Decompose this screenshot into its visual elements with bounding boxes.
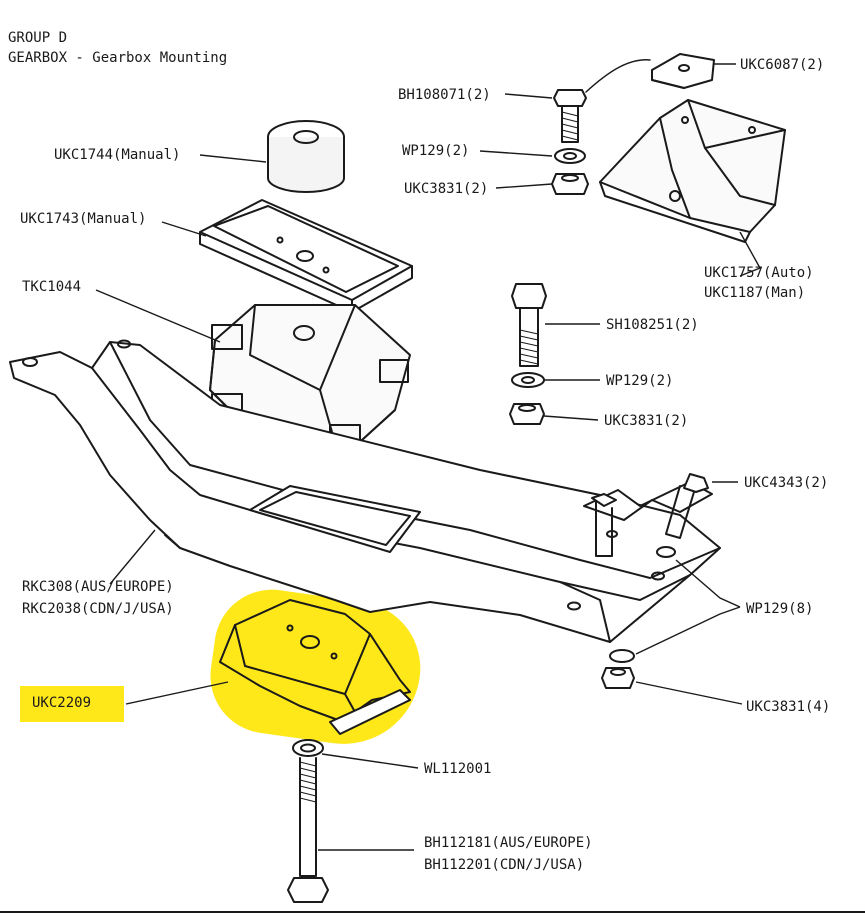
washer-wp129-top	[554, 148, 586, 164]
bolt-sh108251	[511, 283, 547, 367]
label-rkc308: RKC308(AUS/EUROPE)	[22, 579, 174, 595]
washer-wp129-lower	[656, 546, 676, 558]
label-wp129-lower: WP129(8)	[746, 601, 814, 617]
label-ukc4343: UKC4343(2)	[744, 475, 829, 491]
plate-ukc2209	[219, 599, 411, 735]
nut-ukc3831-mid	[509, 403, 545, 425]
label-bh108071: BH108071(2)	[398, 87, 491, 103]
bolt-bh108071	[553, 89, 587, 143]
label-ukc2209: UKC2209	[32, 695, 92, 711]
nut-ukc3831-lower	[601, 667, 635, 689]
label-rkc2038: RKC2038(CDN/J/USA)	[22, 601, 174, 617]
plate-ukc6087	[585, 53, 715, 93]
label-ukc1757: UKC1757(Auto)	[704, 265, 814, 281]
washer-wl112001	[292, 739, 324, 757]
label-ukc3831-top: UKC3831(2)	[404, 181, 489, 197]
label-bh112201: BH112201(CDN/J/USA)	[424, 857, 585, 873]
diagram-header: GROUP D GEARBOX - Gearbox Mounting	[8, 28, 227, 68]
group-label: GROUP D	[8, 30, 68, 46]
plate-ukc1743	[199, 199, 413, 313]
washer-wp129-mid	[511, 372, 545, 388]
label-wl112001: WL112001	[424, 761, 492, 777]
label-ukc1744: UKC1744(Manual)	[54, 147, 181, 163]
label-ukc1743: UKC1743(Manual)	[20, 211, 147, 227]
label-ukc3831-lower: UKC3831(4)	[746, 699, 831, 715]
label-ukc6087: UKC6087(2)	[740, 57, 825, 73]
label-tkc1044: TKC1044	[22, 279, 82, 295]
rubber-block-ukc1744	[267, 120, 345, 193]
highlight-ukc2209-label	[20, 686, 124, 722]
label-wp129-top: WP129(2)	[402, 143, 470, 159]
label-sh108251: SH108251(2)	[606, 317, 699, 333]
nut-ukc3831-top	[551, 173, 589, 195]
subtitle-label: GEARBOX - Gearbox Mounting	[8, 50, 228, 66]
bolt-bh112181	[287, 757, 329, 903]
crossmember-rkc308	[9, 339, 721, 643]
bracket-ukc1757	[599, 99, 786, 243]
strap-ukc4343	[583, 473, 713, 557]
label-bh112181: BH112181(AUS/EUROPE)	[424, 835, 593, 851]
label-ukc1187: UKC1187(Man)	[704, 285, 806, 301]
label-wp129-mid: WP129(2)	[606, 373, 674, 389]
label-ukc3831-mid: UKC3831(2)	[604, 413, 689, 429]
